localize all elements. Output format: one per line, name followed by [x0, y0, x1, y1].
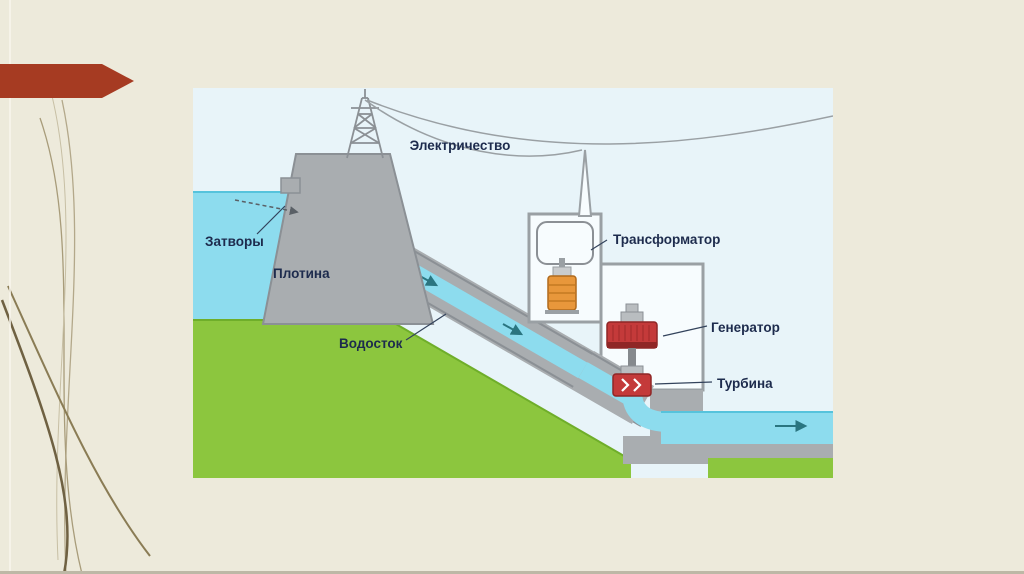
label-electricity: Электричество [410, 138, 511, 153]
shaft [628, 348, 636, 368]
intake-flow-arrow-icon [234, 199, 299, 216]
dam [261, 153, 435, 325]
label-drain: Водосток [339, 336, 403, 351]
decorative-curves [0, 95, 151, 574]
tailrace-water [661, 412, 833, 444]
leader-line-gates [256, 205, 286, 235]
generator [606, 303, 658, 368]
accent-arrow-shape [0, 64, 134, 98]
label-transformer: Трансформатор [613, 232, 720, 247]
reservoir [193, 191, 289, 324]
diagram-canvas: Электричество Затворы Плотина Водосток Т… [193, 88, 834, 478]
leader-line-drain [405, 313, 447, 341]
decorative-curve [7, 285, 151, 557]
label-turbine: Турбина [717, 376, 773, 391]
flow-arrow-icon [502, 323, 524, 336]
hydro-plant-diagram: Электричество Затворы Плотина Водосток Т… [193, 88, 834, 478]
power-lines [364, 99, 834, 157]
intake-gate [280, 177, 301, 194]
decorative-curve [0, 299, 69, 574]
slide-bottom-border [0, 571, 1024, 574]
leader-line-transformer [590, 239, 608, 251]
leader-line-generator [662, 325, 708, 337]
transformer [545, 258, 579, 314]
turbine-flow-chevrons-icon [621, 378, 642, 392]
label-dam: Плотина [273, 266, 330, 281]
tailrace [622, 390, 833, 478]
turbine [612, 365, 652, 397]
antenna-mast [577, 149, 593, 217]
label-gates: Затворы [205, 234, 264, 249]
decorative-curve [51, 95, 67, 561]
decorative-curve [39, 117, 83, 574]
transmission-tower [346, 89, 384, 159]
slide-edge-strip [9, 0, 11, 574]
label-generator: Генератор [711, 320, 780, 335]
accent-arrow [0, 64, 134, 98]
leader-line-turbine [654, 381, 713, 385]
